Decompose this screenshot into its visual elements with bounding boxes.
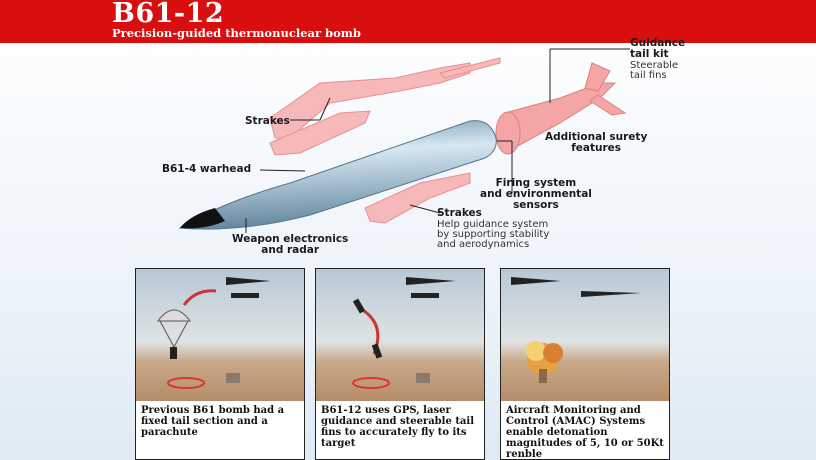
label-strakes-bottom: Strakes <box>437 207 482 219</box>
label-warhead: B61-4 warhead <box>162 163 252 175</box>
guided-scene-image <box>316 269 484 401</box>
panel-previous-b61: Previous B61 bomb had a fixed tail secti… <box>135 268 305 460</box>
callout-lines <box>245 48 630 233</box>
page-subtitle: Precision-guided thermonuclear bomb <box>112 26 361 40</box>
panel-text: Aircraft Monitoring and Control (AMAC) S… <box>506 405 664 460</box>
label-steerable-tail-fins: Steerable tail fins <box>630 60 679 81</box>
warhead-body <box>178 120 497 230</box>
parachute-scene-image <box>136 269 304 401</box>
label-surety-features: Additional surety features <box>545 131 648 154</box>
page-title: B61-12 <box>112 0 225 29</box>
label-guidance-tail-kit: Guidance tail kit <box>630 37 686 60</box>
label-firing-system: Firing system and environmental sensors <box>480 177 592 211</box>
tail-kit <box>495 62 627 155</box>
panel-text: B61-12 uses GPS, laser guidance and stee… <box>321 405 475 449</box>
label-weapon-electronics: Weapon electronics and radar <box>232 233 349 256</box>
panel-text: Previous B61 bomb had a fixed tail secti… <box>141 405 285 438</box>
lower-strakes <box>364 172 471 224</box>
header-banner: B61-12 Precision-guided thermonuclear bo… <box>0 0 816 43</box>
detonation-scene-image <box>501 269 669 401</box>
upper-strakes <box>269 57 501 156</box>
bomb-diagram <box>178 48 630 233</box>
label-strakes-description: Help guidance system by supporting stabi… <box>437 219 550 250</box>
label-strakes-top: Strakes <box>245 115 290 127</box>
panel-amac: Aircraft Monitoring and Control (AMAC) S… <box>500 268 670 460</box>
panel-b61-12-guidance: B61-12 uses GPS, laser guidance and stee… <box>315 268 485 460</box>
